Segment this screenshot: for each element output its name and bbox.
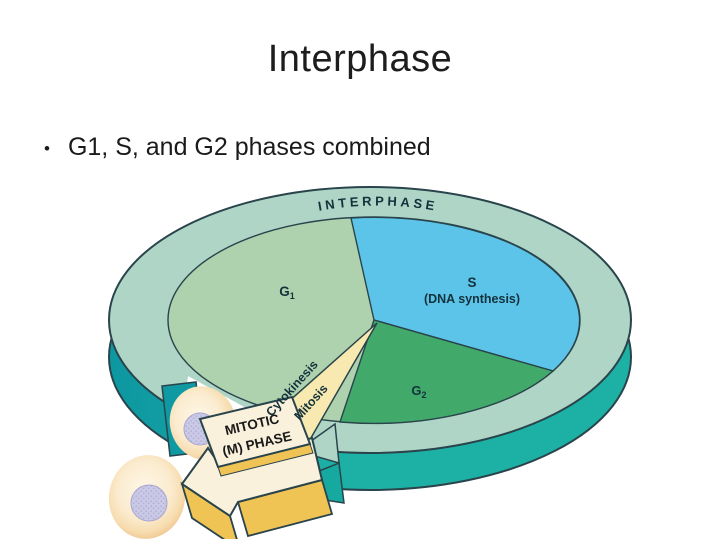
slide-title: Interphase: [267, 38, 453, 80]
s-sublabel: (DNA synthesis): [424, 292, 520, 306]
s-sector: [350, 216, 581, 372]
m-arrow-label-plane: [198, 395, 312, 469]
cell-nucleus: [130, 484, 168, 522]
ring-label: INTERPHASE: [317, 193, 439, 213]
s-label: S: [467, 275, 476, 290]
daughter-cell-lower: [108, 455, 186, 539]
bullet-marker: •: [44, 139, 50, 158]
bullet-text: G1, S, and G2 phases combined: [67, 133, 431, 161]
bullet-line: • G1, S, and G2 phases combined: [44, 133, 431, 162]
g2-label: G2: [411, 383, 426, 400]
g1-label: G1: [279, 284, 295, 301]
g2-sector: [339, 319, 555, 425]
